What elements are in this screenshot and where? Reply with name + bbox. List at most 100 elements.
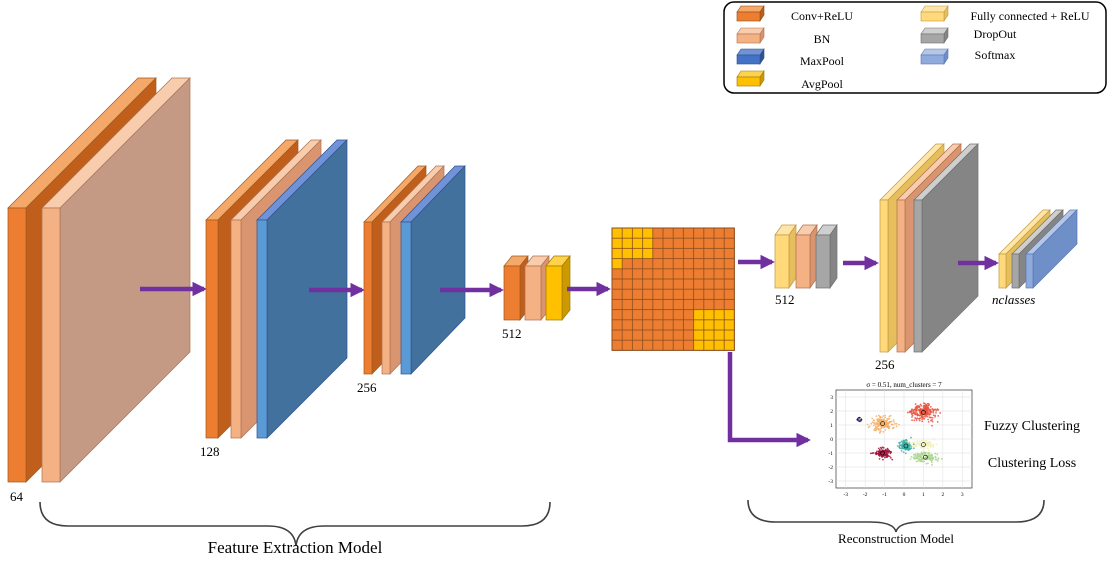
scatter-point bbox=[913, 419, 916, 422]
scatter-point bbox=[874, 425, 877, 428]
legend-label-softmax: Softmax bbox=[975, 48, 1016, 62]
scatter-point bbox=[879, 430, 882, 432]
scatter-point bbox=[866, 423, 869, 426]
scatter-point bbox=[902, 451, 905, 454]
scatter-point bbox=[899, 444, 901, 447]
scatter-point bbox=[916, 404, 919, 407]
label-fuzzy-clustering: Fuzzy Clustering bbox=[984, 419, 1080, 434]
cluster-center bbox=[857, 417, 862, 422]
scatter-point bbox=[912, 443, 915, 446]
scatter-point bbox=[930, 416, 932, 419]
scatter-point bbox=[923, 417, 926, 420]
scatter-point bbox=[898, 441, 901, 444]
block-256 bbox=[363, 165, 466, 375]
scatter-point bbox=[923, 411, 926, 414]
legend-swatch-bn bbox=[736, 27, 765, 44]
scatter-point bbox=[927, 412, 930, 415]
scatter-xtick: 0 bbox=[903, 492, 906, 498]
scatter-point bbox=[918, 409, 920, 411]
scatter-point bbox=[912, 447, 915, 450]
scatter-point bbox=[927, 410, 930, 412]
scatter-point bbox=[923, 402, 926, 405]
label-reconstruction: Reconstruction Model bbox=[838, 531, 954, 546]
scatter-point bbox=[936, 459, 939, 462]
scatter-xtick: -3 bbox=[843, 492, 848, 498]
scatter-point bbox=[929, 405, 932, 408]
scatter-ytick: 2 bbox=[830, 409, 833, 415]
scatter-point bbox=[909, 458, 912, 461]
scatter-point bbox=[926, 415, 929, 418]
scatter-point bbox=[918, 419, 921, 422]
label-256: 256 bbox=[357, 380, 377, 395]
scatter-point bbox=[921, 418, 923, 421]
scatter-point bbox=[920, 416, 923, 418]
scatter-point bbox=[872, 424, 875, 427]
scatter-ytick: -1 bbox=[828, 451, 833, 457]
scatter-point bbox=[922, 442, 925, 445]
scatter-point bbox=[882, 458, 884, 461]
scatter-point bbox=[921, 457, 924, 460]
scatter-point bbox=[886, 453, 889, 456]
scatter-point bbox=[889, 456, 892, 459]
label-feature-extraction: Feature Extraction Model bbox=[208, 538, 383, 557]
scatter-ytick: 0 bbox=[830, 437, 833, 443]
scatter-point bbox=[905, 439, 908, 442]
scatter-point bbox=[889, 450, 892, 453]
scatter-point bbox=[911, 412, 914, 415]
brace-reconstruction bbox=[747, 499, 1045, 533]
scatter-point bbox=[911, 441, 914, 444]
scatter-point bbox=[924, 415, 927, 418]
scatter-point bbox=[891, 458, 894, 461]
scatter-point bbox=[871, 452, 874, 455]
scatter-xtick: -1 bbox=[882, 492, 887, 498]
scatter-point bbox=[900, 440, 903, 443]
scatter-point bbox=[871, 417, 874, 420]
scatter-point bbox=[914, 403, 917, 405]
legend-swatch-dropout bbox=[920, 27, 949, 44]
scatter-point bbox=[918, 417, 921, 420]
scatter-point bbox=[930, 419, 932, 422]
scatter-point bbox=[927, 444, 930, 447]
scatter-point bbox=[918, 453, 921, 456]
scatter-point bbox=[914, 457, 917, 460]
scatter-point bbox=[923, 460, 926, 463]
scatter-point bbox=[912, 445, 915, 448]
scatter-point bbox=[937, 415, 940, 417]
scatter-point bbox=[932, 446, 935, 449]
scatter-point bbox=[884, 429, 887, 431]
scatter-point bbox=[878, 458, 881, 460]
scatter-point bbox=[931, 444, 934, 447]
scatter-point bbox=[890, 420, 893, 423]
scatter-point bbox=[916, 440, 919, 443]
scatter-point bbox=[888, 415, 891, 418]
scatter-point bbox=[915, 411, 917, 414]
scatter-point bbox=[941, 458, 943, 460]
scatter-point bbox=[884, 449, 887, 452]
scatter-title: σ = 0.51, num_clusters = 7 bbox=[866, 381, 942, 389]
cluster-center bbox=[903, 443, 909, 449]
scatter-point bbox=[895, 422, 898, 425]
scatter-point bbox=[936, 421, 939, 423]
scatter-point bbox=[926, 402, 929, 405]
scatter-point bbox=[934, 452, 937, 455]
scatter-point bbox=[918, 406, 921, 409]
scatter-point bbox=[931, 424, 933, 427]
scatter-point bbox=[923, 408, 926, 411]
legend: Conv+ReLU BN MaxPool AvgPool Fully conne… bbox=[723, 1, 1107, 94]
scatter-point bbox=[877, 447, 880, 450]
scatter-point bbox=[928, 416, 931, 419]
scatter-point bbox=[873, 422, 876, 425]
brace-feature-extraction bbox=[39, 501, 551, 547]
scatter-point bbox=[932, 411, 935, 414]
scatter-point bbox=[936, 408, 939, 411]
scatter-point bbox=[917, 414, 920, 417]
scatter-point bbox=[916, 452, 919, 455]
scatter-point bbox=[880, 447, 883, 450]
scatter-point bbox=[910, 455, 913, 458]
scatter-point bbox=[919, 460, 922, 463]
legend-swatch-conv bbox=[736, 5, 765, 22]
scatter-point bbox=[882, 426, 885, 429]
scatter-point bbox=[867, 426, 870, 429]
legend-box bbox=[723, 1, 1107, 94]
